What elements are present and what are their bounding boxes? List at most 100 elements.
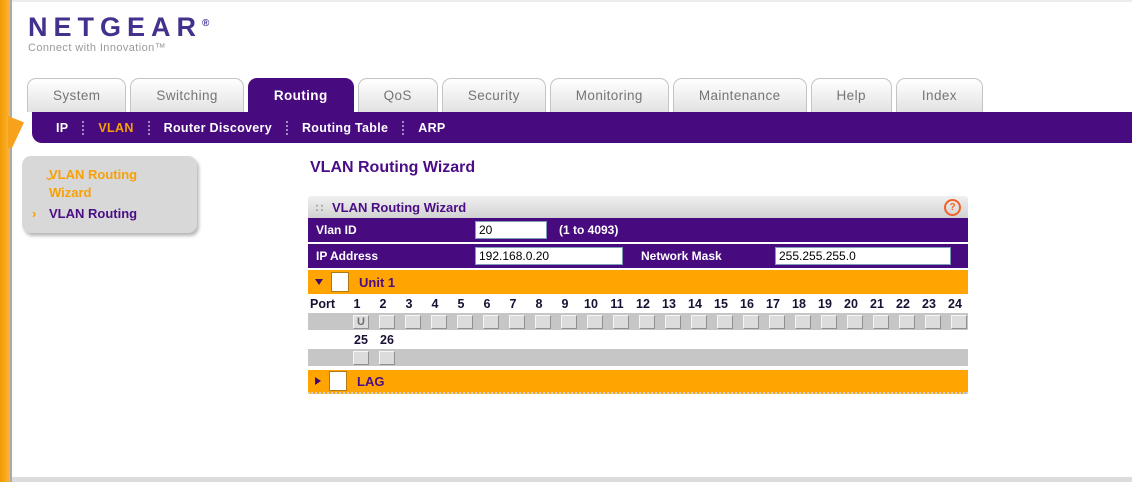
accent-curl bbox=[8, 116, 24, 148]
port-column-label: Port bbox=[310, 296, 335, 311]
vlan-routing-wizard-panel: :: VLAN Routing Wizard ? Vlan ID (1 to 4… bbox=[308, 196, 968, 394]
port-15-membership-cell[interactable] bbox=[717, 314, 733, 329]
port-4-membership-cell[interactable] bbox=[431, 314, 447, 329]
port-slot bbox=[530, 314, 556, 329]
unit1-header-row: Unit 1 bbox=[308, 270, 968, 294]
port-14-membership-cell[interactable] bbox=[691, 314, 707, 329]
network-mask-label: Network Mask bbox=[641, 249, 722, 263]
port-19-membership-cell[interactable] bbox=[821, 314, 837, 329]
port-23-membership-cell[interactable] bbox=[925, 314, 941, 329]
port-10-membership-cell[interactable] bbox=[587, 314, 603, 329]
port-slot bbox=[374, 350, 400, 365]
port-number-26: 26 bbox=[380, 332, 394, 347]
tab-monitoring[interactable]: Monitoring bbox=[549, 78, 669, 112]
top-border bbox=[0, 0, 1132, 2]
sidebar-item-label: VLAN Routing Wizard bbox=[49, 167, 138, 200]
port-number-24: 24 bbox=[948, 296, 962, 311]
port-17-membership-cell[interactable] bbox=[769, 314, 785, 329]
port-9-membership-cell[interactable] bbox=[561, 314, 577, 329]
lag-select-all-checkbox[interactable] bbox=[329, 371, 347, 391]
registered-mark: ® bbox=[202, 18, 210, 29]
port-20-membership-cell[interactable] bbox=[847, 314, 863, 329]
port-slot bbox=[348, 350, 374, 365]
port-number-6: 6 bbox=[483, 296, 491, 311]
port-26-membership-cell[interactable] bbox=[379, 350, 395, 365]
port-slot bbox=[946, 314, 972, 329]
port-number-20: 20 bbox=[844, 296, 858, 311]
tab-system[interactable]: System bbox=[27, 78, 127, 112]
port-number-2: 2 bbox=[379, 296, 387, 311]
submenu-item-router-discovery[interactable]: Router Discovery bbox=[163, 120, 272, 135]
tab-index[interactable]: Index bbox=[895, 78, 983, 112]
tab-help[interactable]: Help bbox=[810, 78, 892, 112]
port-3-membership-cell[interactable] bbox=[405, 314, 421, 329]
sidebar-item-vlan-routing-wizard[interactable]: ›VLAN Routing Wizard bbox=[32, 166, 189, 202]
port-number-10: 10 bbox=[584, 296, 598, 311]
logo-text: NETGEAR bbox=[28, 12, 203, 42]
port-slot bbox=[582, 314, 608, 329]
vlan-id-label: Vlan ID bbox=[316, 223, 357, 237]
drag-handle-icon[interactable]: :: bbox=[315, 200, 325, 214]
tab-qos[interactable]: QoS bbox=[357, 78, 438, 112]
submenu-item-routing-table[interactable]: Routing Table bbox=[301, 120, 389, 135]
port-number-22: 22 bbox=[896, 296, 910, 311]
collapse-triangle-icon[interactable] bbox=[315, 279, 323, 285]
port-slot bbox=[686, 314, 712, 329]
port-number-12: 12 bbox=[636, 296, 650, 311]
port-7-membership-cell[interactable] bbox=[509, 314, 525, 329]
port-slot bbox=[556, 314, 582, 329]
left-accent-strip bbox=[0, 0, 12, 482]
port-22-membership-cell[interactable] bbox=[899, 314, 915, 329]
port-cell-strip-1: U bbox=[308, 313, 968, 330]
port-slot bbox=[816, 314, 842, 329]
port-number-5: 5 bbox=[457, 296, 465, 311]
unit1-select-all-checkbox[interactable] bbox=[331, 272, 349, 292]
port-slot bbox=[400, 314, 426, 329]
submenu-item-arp[interactable]: ARP bbox=[418, 120, 446, 135]
port-number-11: 11 bbox=[610, 296, 624, 311]
port-number-17: 17 bbox=[766, 296, 780, 311]
port-11-membership-cell[interactable] bbox=[613, 314, 629, 329]
tab-routing[interactable]: Routing bbox=[247, 78, 354, 112]
ip-address-label: IP Address bbox=[316, 249, 379, 263]
lag-header-row: LAG bbox=[308, 370, 968, 394]
vlan-id-input[interactable] bbox=[475, 221, 547, 239]
port-16-membership-cell[interactable] bbox=[743, 314, 759, 329]
port-6-membership-cell[interactable] bbox=[483, 314, 499, 329]
expand-triangle-icon[interactable] bbox=[315, 377, 321, 385]
tab-switching[interactable]: Switching bbox=[130, 78, 244, 112]
help-icon[interactable]: ? bbox=[944, 198, 961, 216]
unit1-label: Unit 1 bbox=[359, 274, 396, 290]
panel-header: :: VLAN Routing Wizard ? bbox=[308, 196, 968, 218]
network-mask-input[interactable] bbox=[775, 247, 951, 265]
port-13-membership-cell[interactable] bbox=[665, 314, 681, 329]
submenu-separator bbox=[285, 120, 288, 135]
port-25-membership-cell[interactable] bbox=[353, 350, 369, 365]
port-number-7: 7 bbox=[509, 296, 517, 311]
sidebar-item-vlan-routing[interactable]: ›VLAN Routing bbox=[32, 205, 189, 223]
port-slot bbox=[608, 314, 634, 329]
port-number-8: 8 bbox=[535, 296, 543, 311]
port-8-membership-cell[interactable] bbox=[535, 314, 551, 329]
port-2-membership-cell[interactable] bbox=[379, 314, 395, 329]
port-12-membership-cell[interactable] bbox=[639, 314, 655, 329]
port-slot bbox=[790, 314, 816, 329]
port-slot bbox=[452, 314, 478, 329]
submenu-separator bbox=[82, 120, 85, 135]
submenu-item-vlan[interactable]: VLAN bbox=[98, 120, 134, 135]
ip-address-input[interactable] bbox=[475, 247, 623, 265]
tab-security[interactable]: Security bbox=[441, 78, 546, 112]
port-24-membership-cell[interactable] bbox=[951, 314, 967, 329]
port-slot bbox=[920, 314, 946, 329]
port-1-membership-cell[interactable]: U bbox=[353, 314, 369, 329]
page-title: VLAN Routing Wizard bbox=[310, 159, 476, 176]
vlan-id-row: Vlan ID (1 to 4093) bbox=[308, 218, 968, 242]
port-number-13: 13 bbox=[662, 296, 676, 311]
tab-maintenance[interactable]: Maintenance bbox=[672, 78, 807, 112]
submenu-item-ip[interactable]: IP bbox=[56, 120, 69, 135]
port-5-membership-cell[interactable] bbox=[457, 314, 473, 329]
port-18-membership-cell[interactable] bbox=[795, 314, 811, 329]
port-21-membership-cell[interactable] bbox=[873, 314, 889, 329]
